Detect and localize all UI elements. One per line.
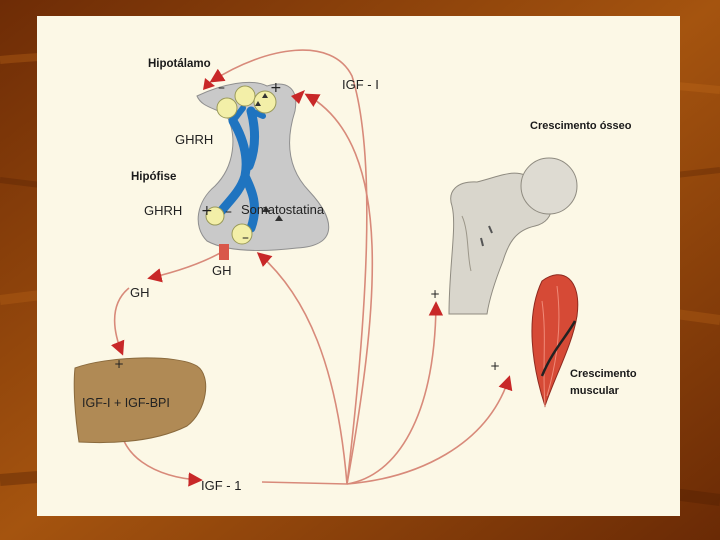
- gh-to-liver-line: [115, 288, 129, 353]
- neuron-2: [235, 86, 255, 106]
- neuron-1: [217, 98, 237, 118]
- hipotalamo-label: Hipotálamo: [148, 58, 211, 70]
- gh-pituitary-label: GH: [212, 263, 232, 278]
- pituitary-minus-sign: –: [225, 204, 232, 220]
- bone-plus-sign: +: [430, 287, 440, 301]
- hipofise-label: Hipófise: [131, 171, 176, 183]
- ghrh-bottom-label: GHRH: [144, 203, 182, 218]
- igf-bottom-label: IGF - 1: [201, 478, 241, 493]
- gh-left-label: GH: [130, 285, 150, 300]
- igf-bottom-line: [262, 482, 347, 484]
- crescimento-muscular-label-1: Crescimento: [570, 368, 637, 380]
- ghrh-top-label: GHRH: [175, 132, 213, 147]
- hypothalamus-plus-sign: +: [270, 80, 282, 96]
- igf-to-pituitary-line: [259, 254, 347, 484]
- liver-label: IGF-I + IGF-BPI: [82, 396, 170, 410]
- pituitary-stalk: [219, 244, 229, 260]
- muscle-plus-sign: +: [490, 359, 500, 373]
- gh-axis-diagram: Hipotálamo GHRH Hipófise GHRH Somatostat…: [37, 16, 680, 516]
- igf-to-bone-line: [347, 304, 436, 484]
- pituitary-gland: [197, 78, 329, 260]
- crescimento-osseo-label: Crescimento ósseo: [530, 120, 632, 132]
- somatostatina-label: Somatostatina: [241, 202, 325, 217]
- liver-plus-sign: +: [114, 357, 124, 371]
- igf-to-muscle-line: [347, 378, 509, 484]
- crescimento-muscular-label-2: muscular: [570, 385, 620, 397]
- igf-top-label: IGF - I: [342, 77, 379, 92]
- hypothalamus-minus-sign: –: [218, 80, 225, 96]
- pituitary-plus-sign: +: [201, 203, 213, 219]
- pituitary-minus-sign-2: –: [242, 230, 249, 246]
